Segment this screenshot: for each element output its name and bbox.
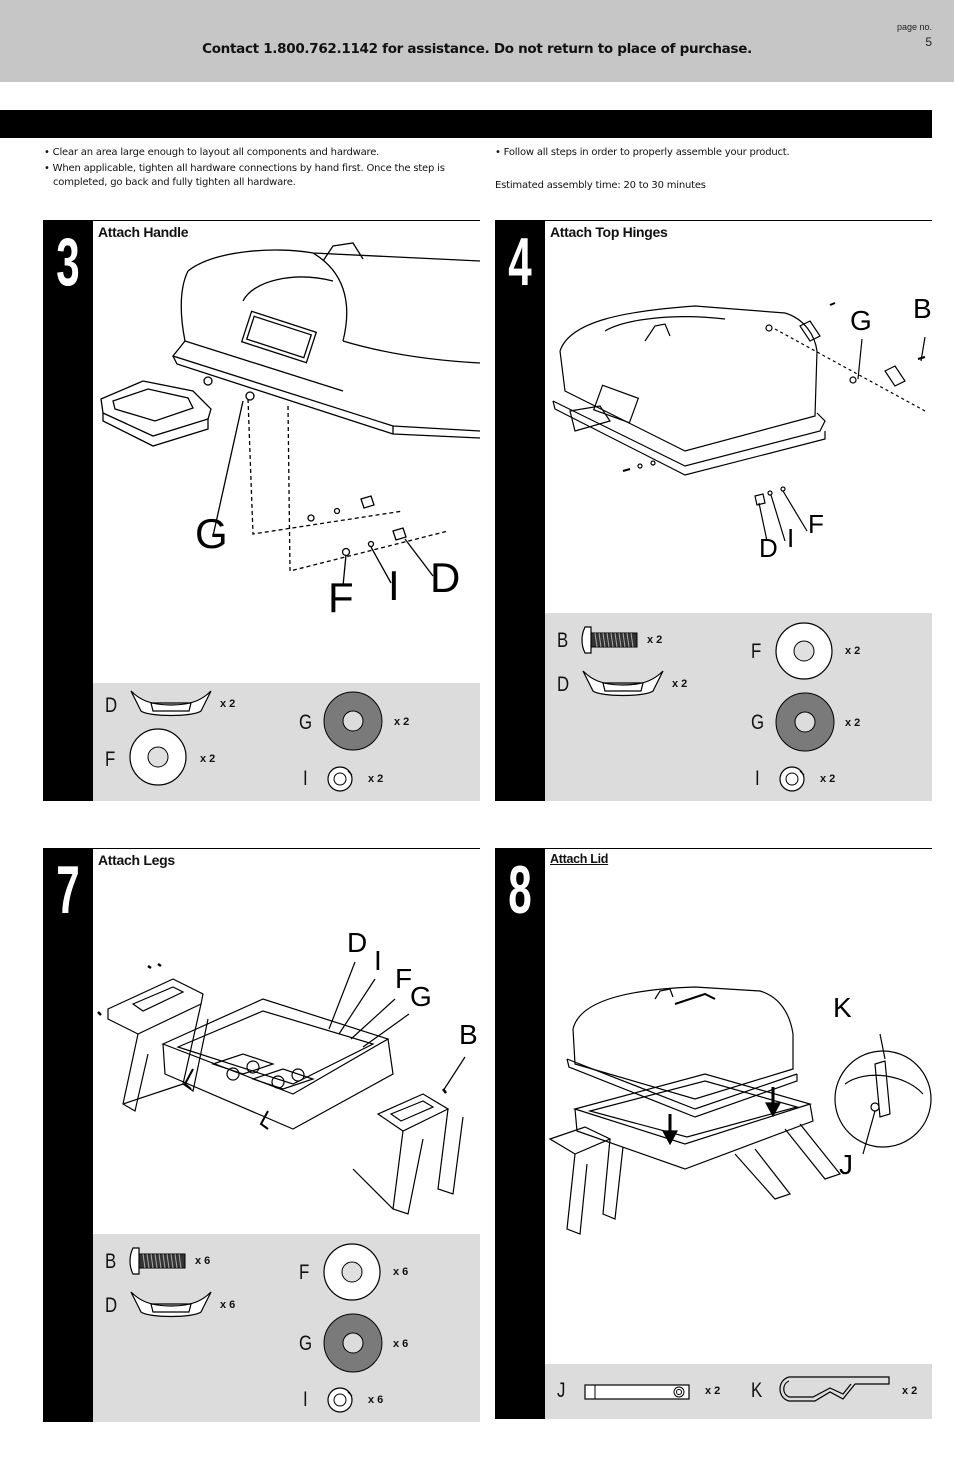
hardware-panel: J x 2 K x 2: [545, 1364, 932, 1419]
notes-right: • Follow all steps in order to properly …: [495, 146, 925, 162]
callout-f: F: [395, 963, 413, 994]
callout-i: I: [787, 523, 795, 553]
handle-illustration: [100, 242, 480, 587]
hardware-qty: x 2: [705, 1385, 721, 1397]
callout-i: I: [388, 562, 400, 609]
hardware-letter: G: [299, 1332, 313, 1355]
hardware-letter: F: [105, 748, 116, 771]
contact-line: Contact 1.800.762.1142 for assistance. D…: [202, 41, 752, 57]
step-strip: [43, 221, 93, 801]
hardware-qty: x 6: [195, 1255, 211, 1267]
hardware-letter: F: [299, 1261, 310, 1284]
hardware-letter: B: [557, 629, 569, 652]
hair-pin-clip-icon: [779, 1376, 890, 1402]
hardware-qty: x 2: [672, 678, 688, 690]
note-item: • Follow all steps in order to properly …: [495, 147, 790, 158]
lock-washer-icon: [779, 766, 805, 792]
page-number: 5: [925, 35, 932, 49]
step-title: Attach Legs: [98, 852, 175, 868]
hardware-qty: x 2: [647, 634, 663, 646]
section-bar: [0, 110, 932, 138]
flat-washer-icon: [323, 1243, 381, 1301]
hardware-letter: I: [303, 1388, 308, 1411]
hardware-qty: x 2: [845, 645, 861, 657]
callout-f: F: [808, 509, 824, 539]
lock-washer-icon: [327, 1387, 353, 1413]
hardware-letter: D: [105, 694, 118, 717]
hardware-letter: G: [299, 711, 313, 734]
step-number: 8: [508, 852, 532, 928]
hardware-qty: x 2: [820, 773, 836, 785]
spring-washer-icon: [130, 690, 212, 717]
spring-washer-icon: [130, 1291, 212, 1318]
step-number: 3: [56, 224, 80, 300]
callout-d: D: [759, 533, 778, 563]
top-hinges-illustration: [552, 302, 926, 542]
hardware-qty: x 2: [368, 773, 384, 785]
step-strip: [495, 221, 545, 801]
legs-illustration: [97, 961, 466, 1215]
hardware-letter: D: [105, 1294, 118, 1317]
hardware-qty: x 6: [393, 1338, 409, 1350]
hardware-qty: x 6: [220, 1299, 236, 1311]
callout-g: G: [195, 510, 228, 557]
lid-illustration: [548, 986, 932, 1235]
flat-washer-icon: [129, 728, 187, 786]
step-4-panel: 4 Attach Top Hinges: [495, 220, 932, 801]
step-strip: [43, 849, 93, 1422]
step-3-panel: 3 Attach Handle: [43, 220, 480, 801]
step-number: 7: [56, 852, 80, 928]
step-title: Attach Handle: [98, 224, 189, 240]
flat-washer-icon: [775, 622, 833, 680]
hardware-qty: x 2: [845, 717, 861, 729]
hardware-letter: F: [751, 640, 762, 663]
page-label: page no.: [896, 22, 932, 32]
notes-left: • Clear an area large enough to layout a…: [44, 146, 474, 192]
note-item: • Clear an area large enough to layout a…: [44, 147, 380, 158]
hardware-qty: x 2: [200, 753, 216, 765]
callout-d: D: [347, 927, 368, 958]
note-item: • When applicable, tighten all hardware …: [44, 163, 445, 188]
rubber-washer-icon: [323, 691, 383, 751]
callout-i: I: [374, 945, 382, 976]
step-title: Attach Top Hinges: [550, 224, 668, 240]
hardware-qty: x 2: [902, 1385, 918, 1397]
rubber-washer-icon: [775, 692, 835, 752]
step-8-panel: 8 Attach Lid: [495, 848, 932, 1419]
hardware-letter: D: [557, 673, 570, 696]
header-band: [0, 0, 954, 82]
estimated-time: Estimated assembly time: 20 to 30 minute…: [495, 180, 706, 191]
callout-g: G: [410, 981, 432, 1012]
bolt-icon: [129, 1247, 186, 1275]
callout-j: J: [839, 1149, 853, 1180]
step-number: 4: [508, 224, 532, 300]
bolt-icon: [581, 626, 638, 654]
hardware-qty: x 2: [394, 716, 410, 728]
hardware-panel: B x 2 D x 2 F x 2 G: [545, 613, 932, 801]
callout-f: F: [328, 574, 354, 621]
lock-washer-icon: [327, 766, 353, 792]
hardware-panel: D x 2 F x 2 G x 2 I x 2: [93, 683, 480, 801]
hardware-qty: x 6: [393, 1266, 409, 1278]
hardware-letter: J: [557, 1379, 566, 1402]
hardware-letter: G: [751, 711, 765, 734]
callout-k: K: [833, 992, 852, 1023]
hardware-panel: B x 6 D x 6 F x 6 G: [93, 1234, 480, 1422]
step-7-panel: 7 Attach Legs: [43, 848, 480, 1422]
callout-b: B: [459, 1019, 478, 1050]
step-strip: [495, 849, 545, 1419]
spring-washer-icon: [582, 670, 664, 697]
callout-d: D: [430, 554, 461, 601]
hinge-pin-icon: [584, 1384, 690, 1400]
hardware-qty: x 6: [368, 1394, 384, 1406]
hardware-letter: B: [105, 1250, 117, 1273]
callout-b: B: [913, 293, 932, 324]
hardware-qty: x 2: [220, 698, 236, 710]
step-title: Attach Lid: [550, 852, 609, 866]
hardware-letter: I: [303, 767, 308, 790]
hardware-letter: K: [751, 1379, 763, 1402]
hardware-letter: I: [755, 767, 760, 790]
rubber-washer-icon: [323, 1313, 383, 1373]
callout-g: G: [850, 305, 872, 336]
